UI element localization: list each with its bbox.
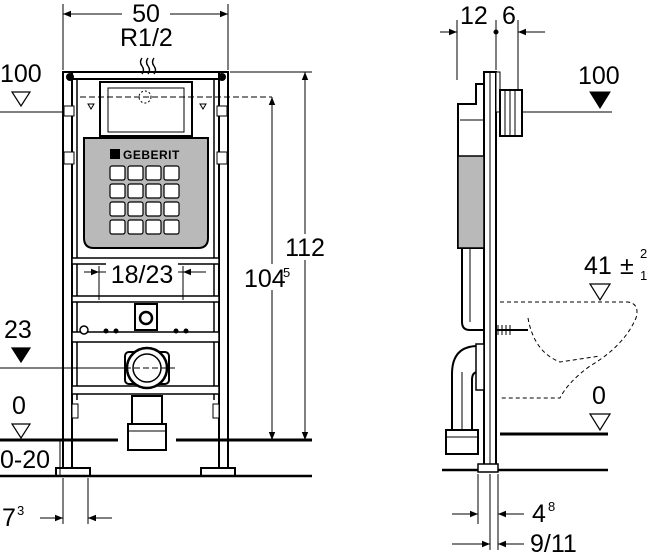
side-level-100-marker [589, 91, 611, 109]
side-dim-911-label: 9/11 [530, 530, 577, 554]
side-dim-12-label: 12 [460, 2, 488, 30]
side-dim-6-label: 6 [502, 2, 516, 30]
foot-dimension-label: 7 [2, 504, 16, 532]
height-dimension-label: 112 [285, 234, 325, 262]
brand-logo-icon [110, 149, 120, 159]
front-view: 50 R1/2 GEBERIT [0, 0, 328, 532]
width-dimension-label: 50 [132, 0, 160, 28]
side-level-0-label: 0 [592, 382, 606, 410]
level-range-label: 0-20 [0, 446, 50, 474]
side-level-41-marker [588, 283, 612, 302]
water-supply-icon [139, 57, 157, 75]
bolt-spacing-label: 18/23 [111, 261, 174, 289]
brand-label: GEBERIT [123, 148, 180, 162]
side-supply-connector [499, 89, 523, 137]
side-tol-plus: 2 [640, 246, 647, 261]
level-0-marker [10, 423, 32, 440]
side-level-0-marker [588, 413, 612, 432]
wc-bowl-outline [500, 301, 638, 399]
flush-height-label: 104 [244, 265, 286, 293]
side-dim-48-sup: 8 [548, 499, 555, 514]
side-dim-48-label: 4 [532, 500, 546, 528]
level-23-label: 23 [4, 316, 32, 344]
frame-top-rail [62, 71, 229, 80]
flush-height-sup: 5 [283, 265, 290, 280]
side-view: 12 6 100 41 ± 2 1 [440, 2, 647, 558]
level-100-marker [10, 91, 32, 108]
svg-text:±: ± [620, 252, 634, 280]
level-0-label: 0 [12, 392, 26, 420]
flush-button-grid [109, 165, 180, 235]
side-level-100-label: 100 [578, 62, 620, 90]
level-23-marker [10, 347, 32, 364]
frame-left-leg [62, 71, 73, 473]
level-100-label: 100 [0, 60, 42, 88]
thread-label: R1/2 [120, 24, 173, 52]
frame-right-leg [218, 71, 229, 473]
side-level-41-label: 41 [584, 252, 612, 280]
foot-dimension-sup: 3 [17, 503, 24, 518]
side-tol-minus: 1 [640, 268, 647, 283]
